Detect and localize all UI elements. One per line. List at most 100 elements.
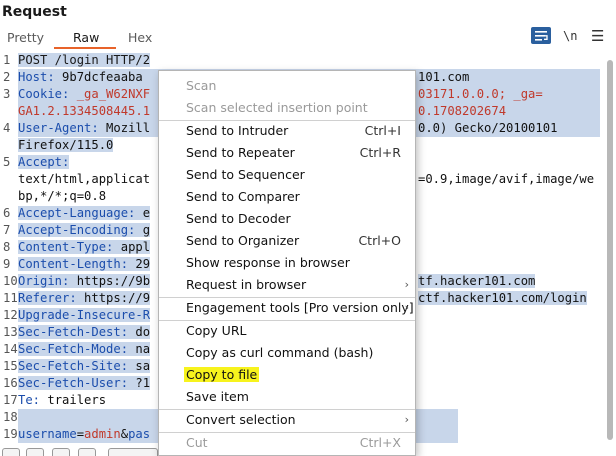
- wrap-lines-toggle[interactable]: [531, 27, 551, 44]
- header-value: Mozill: [98, 121, 151, 135]
- menu-item-label: Send to Organizer: [186, 233, 300, 248]
- header-value: ?1: [128, 376, 151, 390]
- request-line: POST /login HTTP/2: [18, 53, 151, 67]
- menu-item-label: Send to Decoder: [186, 211, 291, 226]
- menu-item-engagement-tools[interactable]: Engagement tools [Pro version only]›: [159, 297, 415, 319]
- header-value: sa: [128, 359, 151, 373]
- code-line: 7 Accept-Encoding: g: [0, 222, 616, 239]
- menu-separator: [159, 320, 415, 321]
- code-line: 1 POST /login HTTP/2: [0, 52, 616, 69]
- gear-icon[interactable]: [26, 448, 44, 456]
- header-value: do: [128, 325, 151, 339]
- tab-pretty[interactable]: Pretty: [7, 30, 45, 45]
- code-text-right: 101.com: [418, 69, 600, 86]
- line-number: 15: [3, 359, 18, 373]
- code-text: Upgrade-Insecure-R: [18, 307, 600, 324]
- code-line: 14 Sec-Fetch-Mode: na: [0, 341, 616, 358]
- menu-item-send-to-decoder[interactable]: Send to Decoder: [159, 208, 415, 230]
- line-number: 16: [3, 376, 18, 390]
- code-text: Sec-Fetch-Dest: do: [18, 324, 600, 341]
- menu-separator: [159, 297, 415, 298]
- menu-item-send-to-organizer[interactable]: Send to Organizer Ctrl+O: [159, 230, 415, 252]
- code-text: Accept-Language: e: [18, 205, 600, 222]
- code-line: bp,*/*;q=0.8: [0, 188, 616, 205]
- line-number: 17: [3, 393, 18, 407]
- menu-item-cut[interactable]: Cut Ctrl+X: [159, 432, 415, 454]
- header-value: 9b7dcfeaaba: [54, 70, 143, 84]
- header-name: Accept:: [18, 155, 70, 169]
- header-name: Te:: [18, 393, 41, 407]
- menu-item-label: Send to Comparer: [186, 189, 300, 204]
- menu-item-label: Convert selection: [186, 412, 296, 427]
- header-name: Accept-Language:: [18, 206, 136, 220]
- menu-separator: [159, 120, 415, 121]
- tab-raw[interactable]: Raw: [73, 30, 100, 45]
- search-input[interactable]: [108, 448, 158, 456]
- menu-separator: [159, 432, 415, 433]
- menu-icon[interactable]: ☰: [591, 27, 605, 45]
- back-arrow-icon[interactable]: [52, 448, 70, 456]
- code-line: 6 Accept-Language: e: [0, 205, 616, 222]
- menu-item-save-item[interactable]: Save item: [159, 386, 415, 408]
- menu-item-scan[interactable]: Scan: [159, 75, 415, 97]
- header-value-tail: tf.hacker101.com: [418, 274, 536, 288]
- menu-item-convert-selection[interactable]: Convert selection ›: [159, 409, 415, 431]
- param-value: admin: [84, 427, 121, 441]
- menu-item-copy-as-curl[interactable]: Copy as curl command (bash): [159, 342, 415, 364]
- submenu-arrow-icon: ›: [404, 413, 409, 426]
- cookie-value: _ga_W62NXF: [69, 87, 151, 101]
- line-number: 12: [3, 308, 18, 322]
- header-value: g: [135, 223, 151, 237]
- line-number: 1: [3, 53, 11, 67]
- param-name: pas: [128, 427, 151, 441]
- code-text-right: =0.9,image/avif,image/we: [418, 171, 600, 188]
- param-amp: &: [120, 427, 129, 441]
- menu-item-show-response-in-browser[interactable]: Show response in browser: [159, 252, 415, 274]
- line-number: 10: [3, 274, 18, 288]
- code-line: 13 Sec-Fetch-Dest: do: [0, 324, 616, 341]
- menu-item-scan-insertion-point[interactable]: Scan selected insertion point: [159, 97, 415, 119]
- menu-item-send-to-sequencer[interactable]: Send to Sequencer: [159, 164, 415, 186]
- line-number: 14: [3, 342, 18, 356]
- code-text-right: 03171.0.0.0; _ga=: [418, 86, 600, 103]
- code-text: username=admin&pas: [18, 426, 600, 443]
- header-name: Sec-Fetch-Site:: [18, 359, 129, 373]
- code-line: 15 Sec-Fetch-Site: sa: [0, 358, 616, 375]
- forward-arrow-icon[interactable]: [78, 448, 96, 456]
- menu-item-shortcut: Ctrl+I: [364, 123, 401, 138]
- header-value: bp,*/*;q=0.8: [18, 189, 107, 203]
- header-value: trailers: [40, 393, 107, 407]
- header-name: User-Agent:: [18, 121, 99, 135]
- vertical-scrollbar[interactable]: [607, 60, 613, 440]
- menu-item-send-to-comparer[interactable]: Send to Comparer: [159, 186, 415, 208]
- menu-item-request-in-browser[interactable]: Request in browser›: [159, 274, 415, 296]
- menu-item-copy-url[interactable]: Copy URL: [159, 320, 415, 342]
- menu-item-label: Scan selected insertion point: [186, 100, 368, 115]
- show-newlines-button[interactable]: \n: [563, 29, 578, 43]
- header-value-tail: 0.0) Gecko/20100101: [418, 121, 558, 135]
- header-value: https://9b: [69, 274, 151, 288]
- line-number: 13: [3, 325, 18, 339]
- code-text-right: tf.hacker101.com: [418, 273, 600, 290]
- code-text: Sec-Fetch-User: ?1: [18, 375, 600, 392]
- code-text: Content-Length: 29: [18, 256, 600, 273]
- header-value: 29: [128, 257, 151, 271]
- code-text: Referer: https://9: [18, 290, 600, 307]
- menu-item-shortcut: Ctrl+O: [358, 233, 401, 248]
- code-text-right: 0.1708202674: [418, 103, 600, 120]
- menu-item-copy-to-file[interactable]: Copy to file: [159, 364, 415, 386]
- code-text: text/html,applicat: [18, 171, 600, 188]
- code-line: 10 Origin: https://9b tf.hacker101.com: [0, 273, 616, 290]
- menu-item-label: Cut: [186, 435, 208, 450]
- help-icon[interactable]: [2, 448, 20, 456]
- cookie-value-tail: 0.1708202674: [418, 104, 507, 118]
- code-text: Origin: https://9b: [18, 273, 600, 290]
- menu-item-label: Scan: [186, 78, 217, 93]
- tab-hex[interactable]: Hex: [128, 30, 153, 45]
- menu-item-shortcut: Ctrl+X: [359, 435, 401, 450]
- line-number: 8: [3, 240, 11, 254]
- header-value: https://9: [76, 291, 151, 305]
- view-tabs: Pretty Raw Hex: [0, 28, 616, 49]
